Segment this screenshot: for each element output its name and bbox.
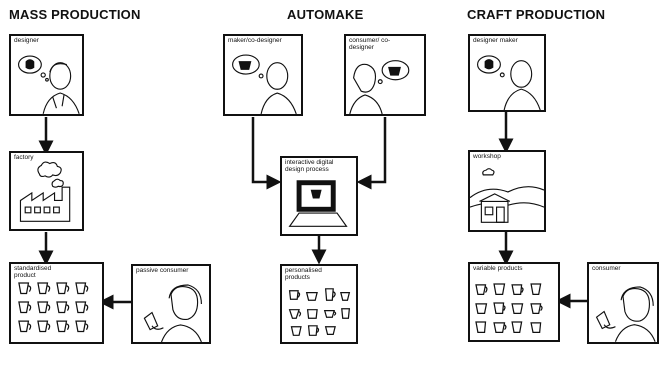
- cup-icon: [75, 301, 89, 314]
- box-consumer-co-designer: consumer/ co-designer: [344, 34, 426, 116]
- cup-icon: [290, 326, 302, 336]
- cup-icon: [56, 320, 70, 333]
- arrow-icon: [356, 117, 387, 190]
- cup-icon: [288, 309, 302, 319]
- box-variable-products: variable products: [468, 262, 560, 342]
- column-title-automake: AUTOMAKE: [287, 7, 364, 22]
- box-passive-consumer: passive consumer: [131, 264, 211, 344]
- consumer-illustration: [349, 60, 410, 114]
- person-icon: [260, 62, 297, 114]
- person-icon: [595, 286, 656, 342]
- box-maker-co-designer: maker/co-designer: [223, 34, 303, 116]
- cup-icon: [324, 288, 336, 301]
- box-workshop: workshop: [468, 150, 546, 232]
- cup-icon: [341, 308, 351, 319]
- box-label: standardised product: [14, 265, 52, 279]
- column-title-craft-production: CRAFT PRODUCTION: [467, 7, 606, 22]
- cup-icon: [305, 291, 318, 301]
- cup-icon: [307, 325, 320, 336]
- cup-icon: [56, 282, 70, 295]
- box-label: variable products: [473, 265, 523, 272]
- product-grid: [475, 283, 543, 334]
- column-title-mass-production: MASS PRODUCTION: [9, 7, 141, 22]
- box-factory: factory: [9, 151, 84, 231]
- box-label: designer: [14, 37, 39, 44]
- cup-icon: [511, 303, 524, 315]
- person-icon: [349, 63, 383, 114]
- arrow-icon: [251, 117, 282, 190]
- box-consumer: consumer: [587, 262, 659, 344]
- cup-icon: [493, 322, 507, 334]
- cup-icon: [323, 310, 337, 318]
- cup-icon: [18, 282, 32, 295]
- box-label: personalised products: [285, 267, 322, 281]
- cup-icon: [75, 282, 89, 295]
- box-label: passive consumer: [136, 267, 189, 274]
- box-label: workshop: [473, 153, 501, 160]
- box-label: interactive digital design process: [285, 159, 334, 173]
- cup-icon: [530, 322, 542, 334]
- cup-icon: [18, 320, 32, 333]
- cup-icon: [475, 284, 488, 296]
- computer-icon: [288, 180, 348, 227]
- box-label: consumer/ co-designer: [349, 37, 391, 51]
- person-icon: [42, 62, 80, 114]
- thought-bubble-icon: [232, 54, 264, 79]
- box-interactive-digital-design-process: interactive digital design process: [280, 156, 358, 236]
- box-designer-maker: designer maker: [468, 34, 546, 112]
- box-designer: designer: [9, 34, 84, 116]
- cup-icon: [475, 321, 487, 334]
- thought-bubble-icon: [18, 55, 49, 82]
- cup-icon: [306, 309, 318, 319]
- cup-icon: [530, 283, 542, 296]
- cup-icon: [288, 290, 301, 300]
- cup-icon: [56, 301, 70, 314]
- designer-illustration: [18, 55, 80, 114]
- designer-maker-illustration: [477, 55, 541, 110]
- cup-icon: [340, 291, 351, 301]
- cup-icon: [37, 301, 51, 314]
- cup-icon: [324, 326, 336, 335]
- cup-icon: [37, 282, 51, 295]
- box-label: designer maker: [473, 37, 518, 44]
- workshop-icon: [470, 168, 544, 223]
- cup-icon: [75, 320, 89, 333]
- cup-icon: [493, 283, 506, 296]
- box-standardised-product: standardised product: [9, 262, 104, 344]
- product-grid: [288, 288, 351, 336]
- cup-icon: [37, 320, 51, 333]
- product-grid: [18, 282, 89, 333]
- cup-icon: [475, 303, 488, 315]
- person-icon: [503, 60, 541, 110]
- maker-illustration: [232, 54, 297, 114]
- box-label: consumer: [592, 265, 621, 272]
- cup-icon: [530, 303, 543, 315]
- box-label: factory: [14, 154, 34, 161]
- thought-bubble-icon: [377, 60, 410, 85]
- factory-icon: [19, 161, 71, 222]
- cup-icon: [511, 321, 523, 334]
- cup-icon: [18, 301, 32, 314]
- cup-icon: [493, 302, 506, 315]
- cup-icon: [511, 284, 524, 296]
- box-personalised-products: personalised products: [280, 264, 358, 344]
- person-icon: [143, 284, 202, 342]
- thought-bubble-icon: [477, 55, 505, 78]
- box-label: maker/co-designer: [228, 37, 282, 44]
